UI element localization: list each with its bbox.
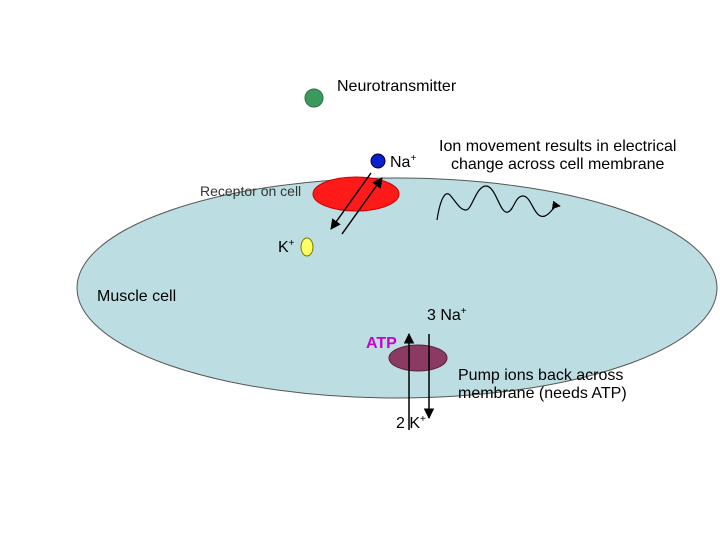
k-superscript: + — [288, 238, 295, 249]
receptor-text: Receptor on cell — [200, 183, 302, 199]
electrical-signal-squiggle — [436, 185, 561, 221]
na-text: Na — [390, 154, 411, 171]
three-na-text: 3 Na — [427, 307, 461, 324]
na-ion-dot — [370, 153, 386, 169]
k-ion-dot — [300, 237, 314, 257]
two-k-superscript: + — [420, 414, 426, 425]
pump-line-1: Pump ions back across — [458, 367, 624, 384]
two-k-text: 2 K — [396, 415, 421, 432]
muscle-cell-ellipse — [76, 177, 718, 399]
two-k-label: 2 K+ — [396, 414, 426, 433]
atp-text: ATP — [366, 335, 397, 352]
pump-ellipse — [388, 344, 448, 372]
three-na-superscript: + — [460, 306, 467, 317]
pump-label: Pump ions back across membrane (needs AT… — [458, 367, 627, 404]
three-na-label: 3 Na+ — [427, 306, 467, 325]
ion-channel-arrow-in — [330, 172, 372, 230]
ion-movement-line-1: Ion movement results in electrical — [439, 138, 677, 155]
neurotransmitter-label: Neurotransmitter — [337, 78, 456, 96]
receptor-label: Receptor on cell — [200, 183, 301, 199]
k-text: K — [278, 239, 289, 256]
atp-label: ATP — [366, 335, 397, 353]
neurotransmitter-text: Neurotransmitter — [337, 78, 457, 95]
pump-line-2: membrane (needs ATP) — [458, 385, 627, 403]
ion-movement-label: Ion movement results in electrical chang… — [439, 138, 676, 175]
na-superscript: + — [410, 153, 417, 164]
neurotransmitter-dot — [304, 88, 324, 108]
ion-movement-line-2: change across cell membrane — [451, 156, 665, 174]
ion-channel-arrow-out — [341, 177, 383, 235]
muscle-cell-label: Muscle cell — [97, 288, 176, 306]
k-label: K+ — [278, 238, 295, 257]
na-label: Na+ — [390, 153, 416, 172]
muscle-cell-text: Muscle cell — [97, 288, 177, 305]
